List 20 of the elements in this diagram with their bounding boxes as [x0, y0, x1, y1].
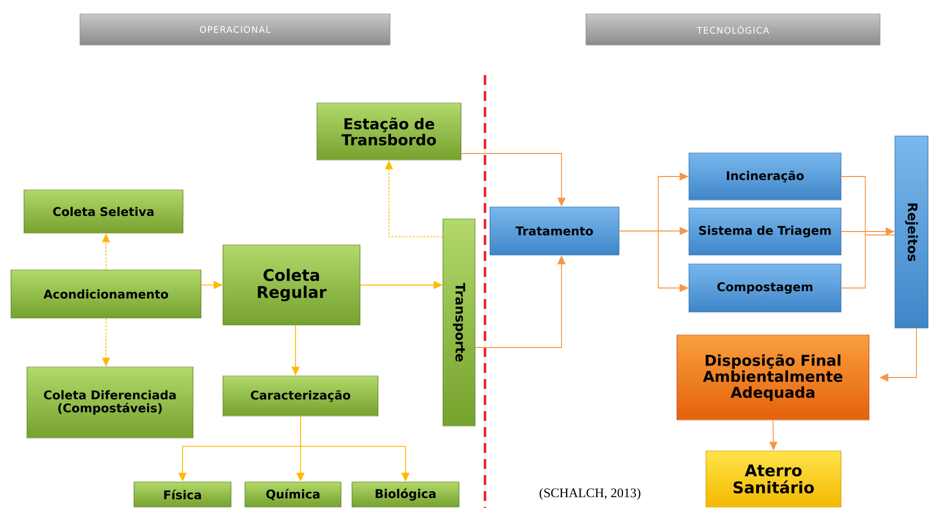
- process-box: Coleta Regular: [222, 244, 360, 326]
- header-band: OPERACIONAL: [80, 14, 390, 46]
- process-box: Transporte: [442, 218, 476, 426]
- process-box: Química: [244, 482, 342, 508]
- process-box: Compostagem: [688, 264, 842, 312]
- header-band: TECNOLÓGICA: [586, 14, 880, 46]
- process-box: Física: [134, 482, 232, 508]
- process-box: Caracterização: [222, 376, 378, 416]
- process-box: Disposição Final Ambientalmente Adequada: [676, 334, 870, 420]
- process-box: Biológica: [352, 482, 460, 508]
- process-box: Tratamento: [490, 206, 620, 256]
- process-box: Acondicionamento: [10, 270, 202, 318]
- citation-text: (SCHALCH, 2013): [540, 488, 640, 500]
- process-box: Sistema de Triagem: [688, 208, 842, 256]
- process-box: Rejeitos: [894, 136, 928, 328]
- process-box: Aterro Sanitário: [706, 450, 842, 508]
- process-box: Coleta Seletiva: [24, 190, 184, 234]
- process-box: Coleta Diferenciada (Compostáveis): [26, 366, 194, 438]
- process-box: Estação de Transbordo: [316, 102, 462, 160]
- process-box: Incineração: [688, 152, 842, 200]
